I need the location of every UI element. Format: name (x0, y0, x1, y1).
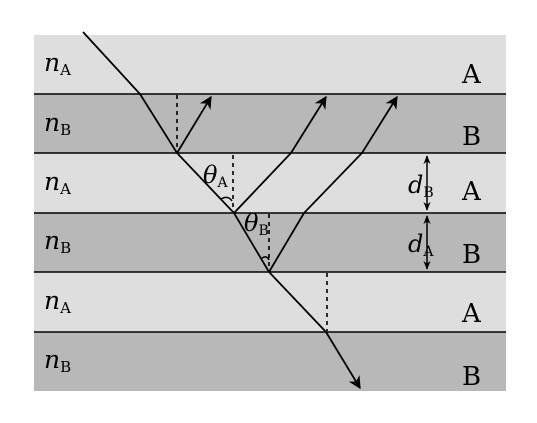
layer-type-labels: A B A B A B (461, 60, 482, 392)
layer-6-index-label: nB (44, 345, 71, 376)
layer-1-index-label: nA (44, 48, 71, 79)
reflected-ray-1 (176, 95, 212, 154)
layer-6-type-label: B (462, 362, 481, 392)
layer-2-type-label: B (462, 122, 481, 152)
theta-a-label: θA (203, 161, 228, 191)
normal-lines (176, 95, 328, 331)
thickness-d-a-label: dA (408, 230, 434, 260)
theta-b-label: θB (244, 209, 269, 239)
index-labels: nA nB nA nB nA nB (44, 48, 71, 376)
theta-a-arc (220, 196, 233, 202)
layer-3-type-label: A (461, 177, 482, 207)
layer-2-band (34, 94, 506, 153)
layer-5-type-label: A (461, 299, 482, 329)
reflected-ray-2 (233, 95, 327, 214)
layer-4-index-label: nB (44, 226, 71, 257)
interface-lines (34, 93, 506, 333)
layer-5-band (34, 272, 506, 332)
layer-3-index-label: nA (44, 167, 71, 198)
reflected-ray-3 (268, 95, 398, 273)
layer-4-type-label: B (462, 240, 481, 270)
layer-5-index-label: nA (44, 286, 71, 317)
layer-1-type-label: A (461, 60, 482, 90)
theta-b-arc (261, 256, 270, 261)
layer-6-band (34, 332, 506, 391)
layer-2-index-label: nB (44, 108, 71, 139)
outgoing-ray-arrow (325, 331, 361, 390)
main-ray (82, 31, 327, 333)
layer-4-band (34, 213, 506, 272)
thickness-d-b-label: dB (408, 171, 434, 201)
layer-3-band (34, 153, 506, 213)
layer-1-band (34, 35, 506, 94)
